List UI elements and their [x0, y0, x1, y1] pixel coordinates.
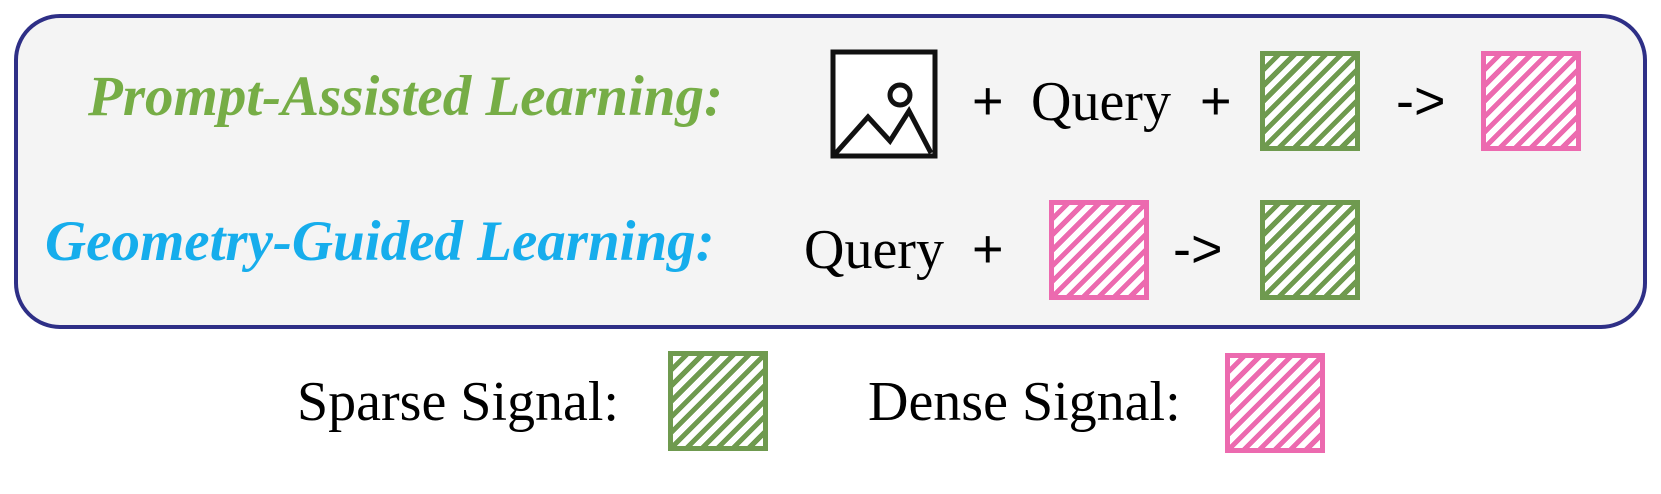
plus-symbol: +: [1200, 71, 1232, 131]
dense-signal-label: Dense Signal:: [868, 371, 1181, 433]
geometry-guided-heading: Geometry-Guided Learning:: [45, 210, 715, 273]
dense-signal-legend-swatch: [1225, 353, 1325, 453]
sparse-signal-label: Sparse Signal:: [297, 371, 619, 433]
plus-symbol: +: [972, 219, 1004, 279]
dense-signal-swatch: [1481, 51, 1581, 151]
query-label: Query: [1031, 71, 1171, 133]
sparse-signal-legend-swatch: [668, 351, 768, 451]
sparse-signal-swatch: [1260, 51, 1360, 151]
dense-signal-swatch: [1049, 200, 1149, 300]
arrow-symbol: ->: [1396, 71, 1446, 131]
query-label: Query: [804, 219, 944, 281]
image-icon: [830, 49, 938, 159]
arrow-symbol: ->: [1173, 219, 1223, 279]
prompt-assisted-heading: Prompt-Assisted Learning:: [88, 65, 723, 128]
plus-symbol: +: [972, 71, 1004, 131]
sparse-signal-swatch: [1260, 200, 1360, 300]
